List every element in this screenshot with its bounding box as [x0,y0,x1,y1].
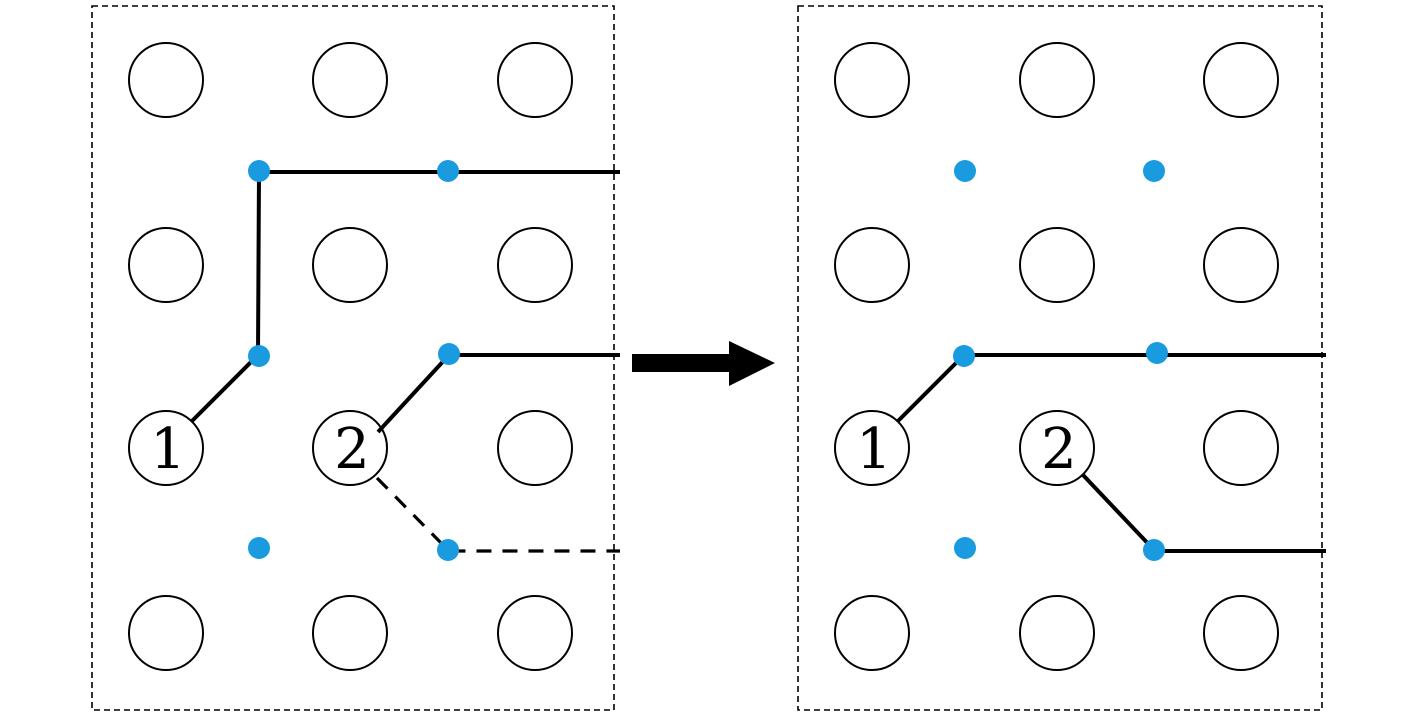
via-dot [248,160,270,182]
pin-circle [497,595,573,671]
pin-circle [834,42,910,118]
pin-circle [312,42,388,118]
via-dot [248,537,270,559]
via-dot [954,160,976,182]
pin-circle [834,595,910,671]
via-dot [438,343,460,365]
after-panel-frame [797,5,1323,711]
pin-2-circle [312,410,388,486]
pin-circle [1203,595,1279,671]
pin-circle [128,595,204,671]
pin-circle [312,227,388,303]
pin-circle [497,42,573,118]
pin-circle [834,227,910,303]
after-panel: 1 2 [797,5,1326,711]
pin-1-label: 1 [856,417,892,482]
pin-circle [312,595,388,671]
via-dot [1143,539,1165,561]
via-dot [954,537,976,559]
pin-circle [128,227,204,303]
pin-2-label: 2 [334,417,370,482]
via-dot [248,345,270,367]
via-dot [1146,342,1168,364]
pin-1-circle [834,410,910,486]
before-panel-frame [91,5,615,711]
via-dot [437,539,459,561]
via-dot [1143,160,1165,182]
pin-circle [1203,227,1279,303]
pin-circle [1203,42,1279,118]
before-panel: 1 2 [91,5,620,711]
pin-2-circle [1019,410,1095,486]
pin-circle [1019,42,1095,118]
pin-2-label: 2 [1041,417,1077,482]
net-2-route [1081,473,1326,553]
via-dot [953,345,975,367]
net-2-route [376,353,620,434]
via-dot [437,160,459,182]
pin-circle [1203,410,1279,486]
pin-circle [1019,595,1095,671]
pin-circle [497,227,573,303]
pin-1-label: 1 [150,417,186,482]
pin-circle [497,410,573,486]
pin-circle [1019,227,1095,303]
pin-circle [128,42,204,118]
net-2-alternative-route [375,476,620,553]
pin-1-circle [128,410,204,486]
arrow-right-icon [632,341,775,386]
